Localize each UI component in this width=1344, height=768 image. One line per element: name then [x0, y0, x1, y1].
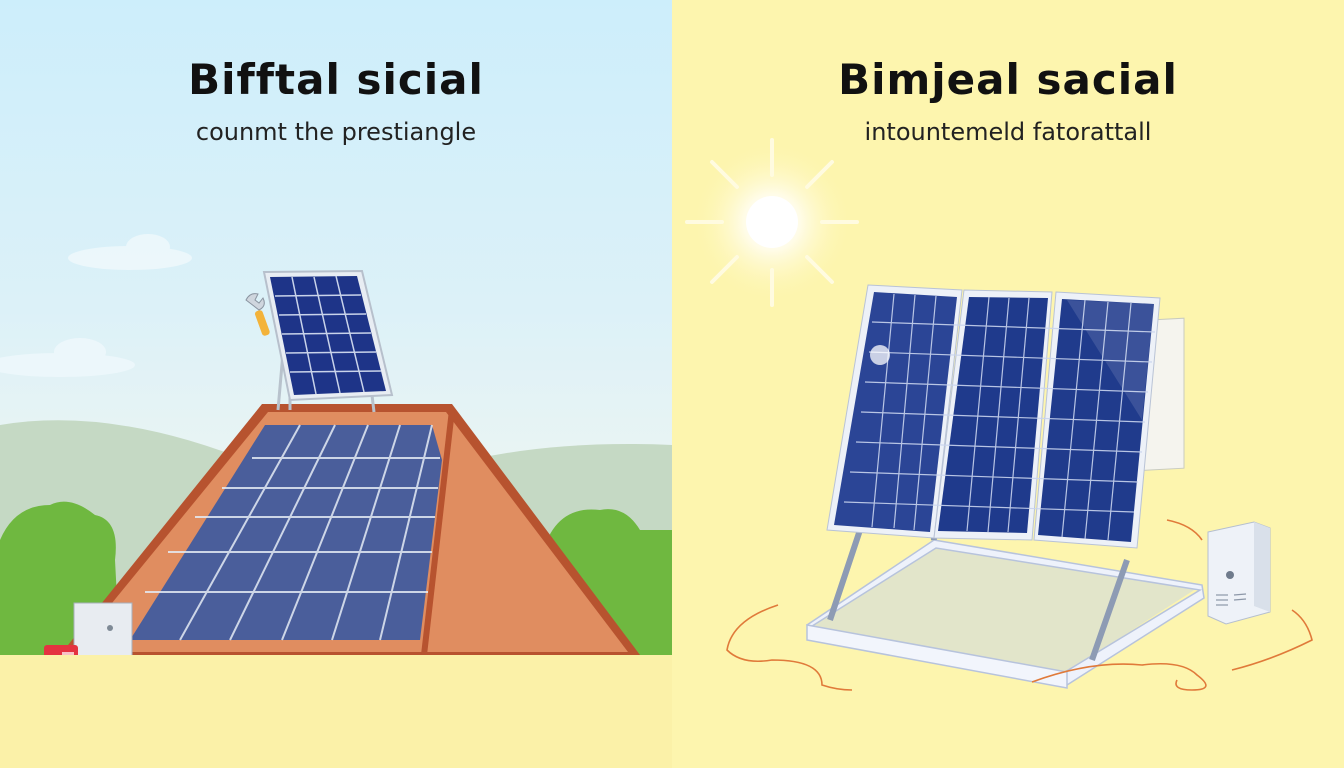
cable-icon: [726, 519, 1313, 691]
left-title: Bifftal sicial: [188, 55, 484, 104]
roof-solar-array: [130, 424, 442, 641]
mounting-frame: [805, 509, 1205, 689]
inverter-box-icon: [1207, 521, 1271, 625]
sun-icon: [685, 138, 859, 307]
tilted-solar-panel: [262, 269, 394, 413]
right-scene-illustration: [685, 138, 1313, 691]
wrench-icon: [245, 293, 270, 336]
bifacial-solar-array: [826, 284, 1161, 549]
left-panel: Bifftal sicial counmt the prestiangle: [0, 0, 672, 768]
right-title: Bimjeal sacial: [838, 55, 1178, 104]
cloud-icon: [0, 234, 192, 377]
right-panel: Bimjeal sacial intountemeld fatorattall: [672, 0, 1344, 768]
left-scene-illustration: [0, 234, 672, 696]
sun-glare: [870, 345, 890, 365]
ground: [0, 655, 672, 768]
left-subtitle: counmt the prestiangle: [195, 118, 477, 146]
right-subtitle: intountemeld fatorattall: [864, 118, 1152, 146]
